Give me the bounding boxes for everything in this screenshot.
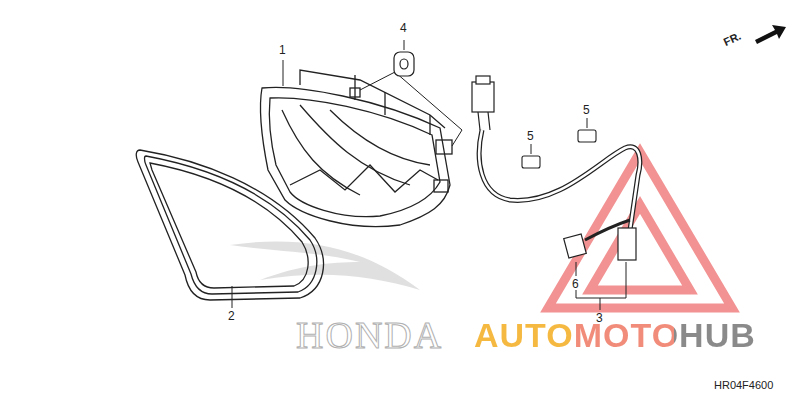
callout-number: 1 <box>279 44 286 56</box>
callout-number: 5 <box>527 130 534 142</box>
callout-number: 5 <box>583 104 590 116</box>
front-arrow <box>755 25 786 44</box>
wing-logo <box>230 241 420 290</box>
wire-harness <box>472 76 640 260</box>
callout-number: 2 <box>228 310 235 322</box>
front-marker: FR. <box>722 31 743 48</box>
brand-watermark: HONDA <box>296 316 443 354</box>
callout-number: 4 <box>400 22 407 34</box>
grommet <box>394 52 414 76</box>
site-watermark: AUTOMOTOHUB <box>474 318 756 352</box>
callout-number: 6 <box>572 278 579 290</box>
diagram-code: HR04F4600 <box>714 380 773 391</box>
clip <box>522 130 596 168</box>
lens-frame <box>136 150 323 300</box>
leader-lines <box>232 40 626 310</box>
headlight-unit <box>260 70 452 227</box>
